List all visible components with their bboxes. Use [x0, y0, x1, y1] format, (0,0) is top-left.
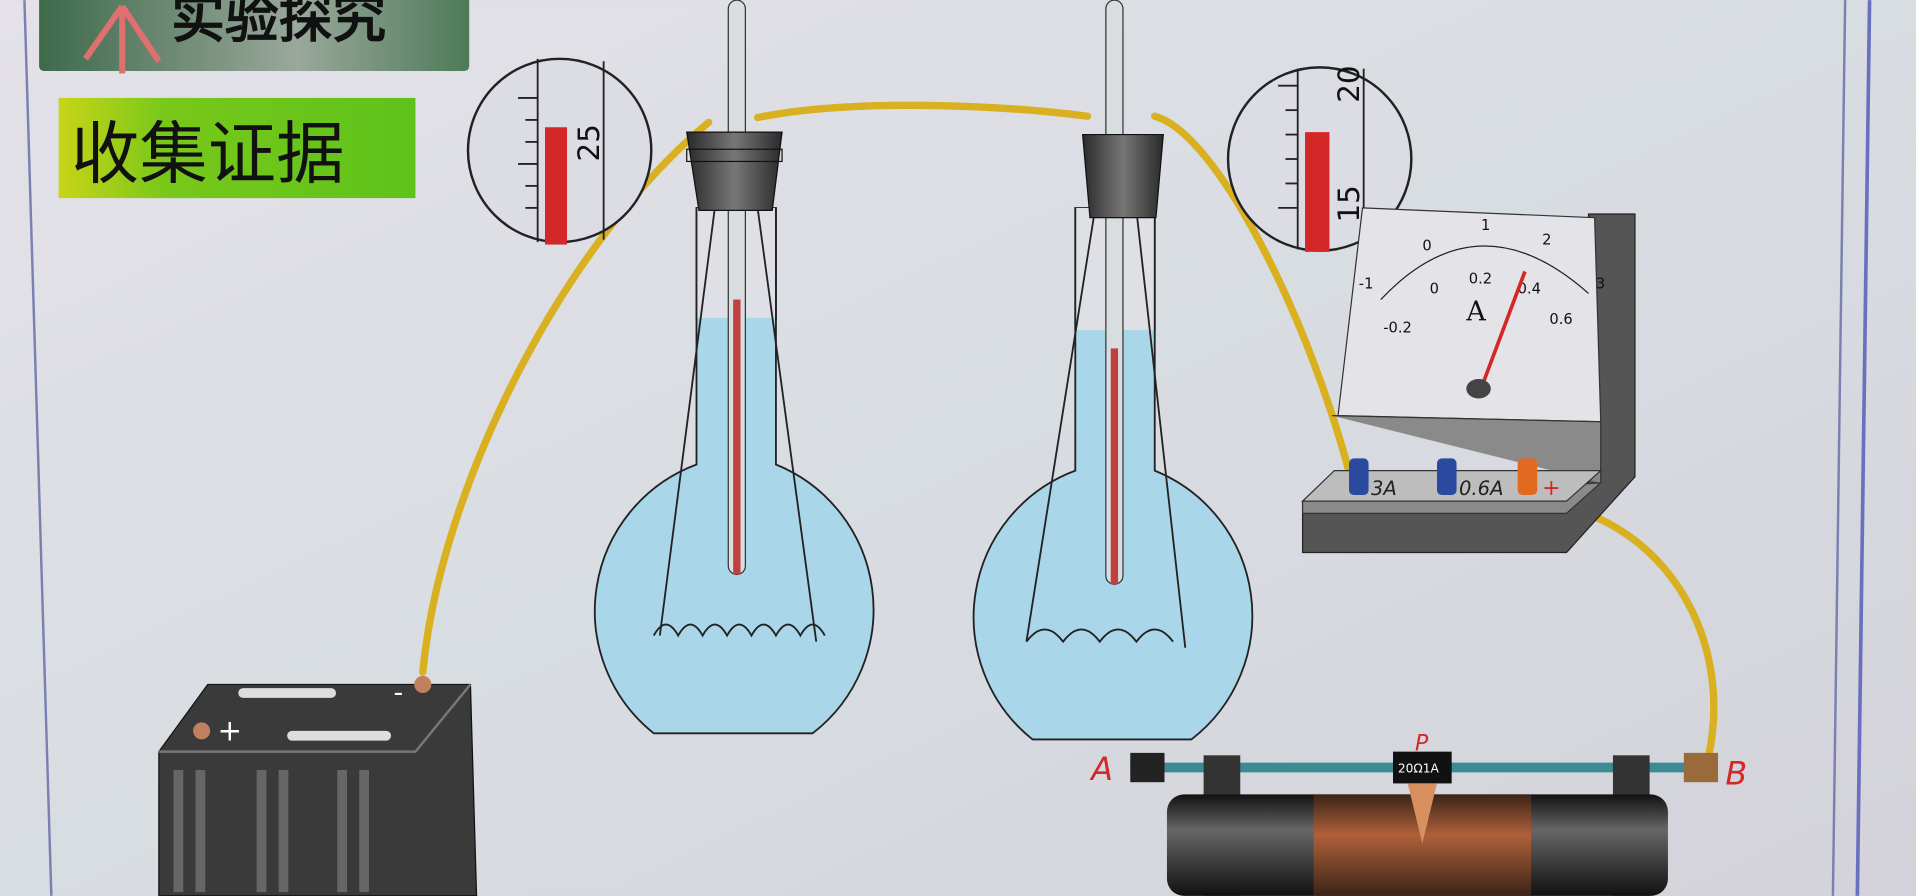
flask-left — [593, 0, 875, 735]
battery: + - — [158, 675, 478, 896]
terminal-0-6a[interactable]: 0.6A — [1437, 458, 1503, 500]
thermometer-column — [1305, 132, 1330, 252]
scale-label-15: 15 — [1332, 185, 1366, 222]
frame-right — [1831, 0, 1847, 896]
heating-coil — [652, 207, 826, 642]
scale-small-2: 0.2 — [1469, 271, 1492, 288]
end-label-a: A — [1089, 752, 1113, 788]
rheostat-rating: 20Ω1A — [1398, 761, 1440, 775]
wire-flask1-to-flask2 — [753, 101, 1092, 122]
scale-large-1: 0 — [1422, 238, 1431, 255]
flask-right — [972, 0, 1254, 741]
ribbon-icon — [83, 4, 162, 74]
rheostat: 20Ω1A P A B — [1089, 731, 1747, 896]
scale-small-3: 0.4 — [1518, 280, 1541, 297]
end-label-b: B — [1725, 757, 1747, 793]
scale-label-25: 25 — [572, 124, 606, 161]
heating-coil — [1025, 210, 1187, 648]
ammeter: -0.2 0 0.2 0.4 0.6 -1 0 1 2 3 A 3A 0.6A … — [1301, 207, 1636, 554]
wire-flask2-to-ammeter — [1151, 112, 1361, 505]
scale-large-3: 2 — [1542, 232, 1551, 249]
svg-text:+: + — [1542, 476, 1560, 501]
stopper — [686, 131, 783, 211]
scale-small-1: 0 — [1430, 280, 1439, 297]
scale-small-0: -0.2 — [1383, 320, 1412, 337]
battery-negative-label: - — [393, 678, 403, 709]
magnifier-left: 25 — [466, 57, 653, 245]
ammeter-unit: A — [1465, 296, 1486, 327]
ammeter-needle — [1479, 270, 1527, 390]
wire-battery-to-flask1 — [419, 118, 713, 676]
scale-large-4: 3 — [1596, 276, 1605, 293]
slider-label-p: P — [1415, 731, 1429, 756]
frame-left — [23, 0, 53, 896]
svg-text:0.6A: 0.6A — [1459, 477, 1503, 500]
terminal-3a[interactable]: 3A — [1349, 458, 1397, 500]
frame-right-outer — [1855, 0, 1872, 896]
banner-title: 实验探究 — [171, 0, 386, 50]
section-label-bg — [58, 97, 416, 199]
svg-text:3A: 3A — [1371, 477, 1397, 500]
slider-p[interactable] — [1393, 751, 1452, 784]
terminal-positive[interactable]: + — [1517, 458, 1561, 501]
scale-large-0: -1 — [1359, 276, 1374, 293]
stopper — [1081, 133, 1164, 219]
thermometer-column — [544, 127, 567, 245]
banner: 实验探究 — [39, 0, 470, 74]
battery-positive-label: + — [218, 714, 243, 748]
scale-small-4: 0.6 — [1549, 311, 1572, 328]
scale-large-2: 1 — [1481, 217, 1490, 234]
section-label: 收集证据 — [71, 114, 345, 194]
scale-label-20: 20 — [1332, 65, 1366, 102]
magnifier-right: 20 15 — [1226, 65, 1413, 252]
